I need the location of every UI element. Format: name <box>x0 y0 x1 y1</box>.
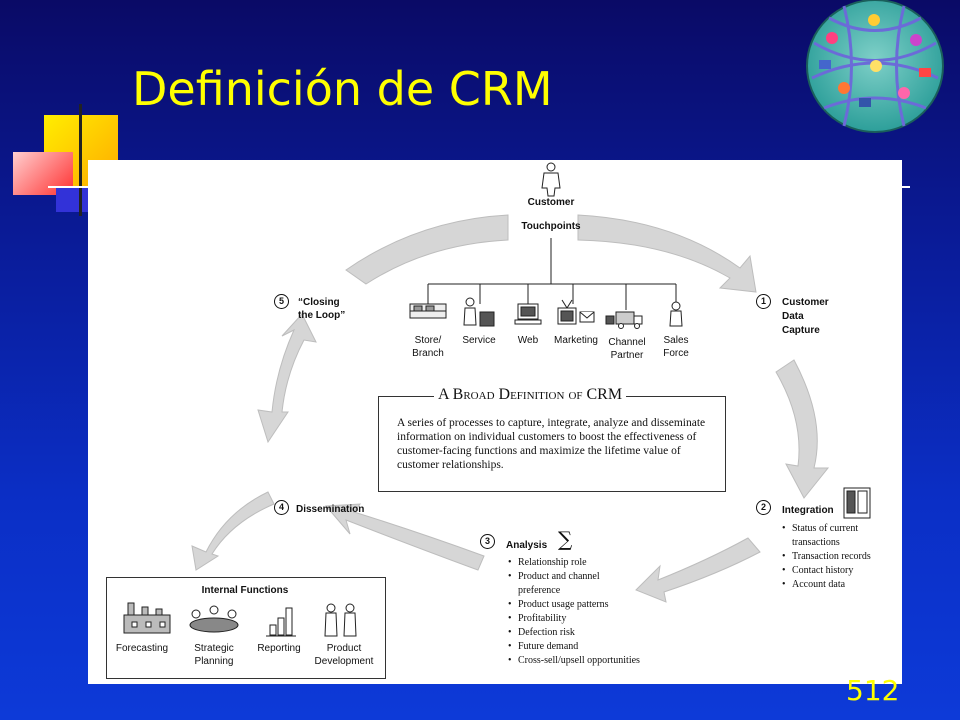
step-3-label: Analysis <box>506 540 548 551</box>
integration-item: Account data <box>782 578 871 592</box>
step-1-label-line1: Customer <box>782 297 829 308</box>
touchpoint-sales-force: Sales Force <box>663 335 689 359</box>
arrow-left-upper <box>257 313 317 444</box>
step-2: 2 <box>756 500 775 515</box>
customer-label: Customer <box>527 197 575 208</box>
touchpoint-service: Service <box>462 335 496 346</box>
analysis-item: Relationship role <box>508 556 640 570</box>
definition-title: A Broad Definition of CRM <box>434 386 627 404</box>
sigma-icon: ∑ <box>558 527 573 551</box>
integration-item-continued: transactions <box>792 537 840 548</box>
analysis-item: Future demand <box>508 640 640 654</box>
step-5-label-line1: “Closing <box>298 297 340 308</box>
analysis-item-continued: preference <box>508 584 640 598</box>
arrow-top-right <box>577 214 757 293</box>
product-development-people-icon <box>324 603 357 637</box>
integration-list: Status of current transactions Transacti… <box>782 522 871 592</box>
decor-vertical-line <box>79 104 82 216</box>
arrow-bottom-left <box>324 503 485 571</box>
step-3: 3 <box>480 534 499 549</box>
sales-force-person-icon <box>669 301 683 327</box>
step-1-label-line2: Data <box>782 311 804 322</box>
touchpoint-store-branch: Store/ Branch <box>412 335 444 359</box>
internal-reporting: Reporting <box>257 643 301 654</box>
step-1: 1 <box>756 294 775 309</box>
page-number: 512 <box>846 674 900 707</box>
internal-forecasting: Forecasting <box>115 643 169 654</box>
store-icon <box>409 303 447 319</box>
service-icon <box>463 297 495 327</box>
step-4-number: 4 <box>274 500 289 515</box>
step-2-number: 2 <box>756 500 771 515</box>
strategic-planning-meeting-icon <box>189 605 239 633</box>
analysis-list: Relationship role Product and channel pr… <box>508 556 640 668</box>
analysis-item: Profitability <box>508 612 640 626</box>
customer-person-icon <box>541 162 561 197</box>
step-4-label: Dissemination <box>296 504 365 515</box>
analysis-item: Cross-sell/upsell opportunities <box>508 654 640 668</box>
internal-functions-title: Internal Functions <box>201 585 289 596</box>
arrow-top-left <box>345 214 509 285</box>
step-1-number: 1 <box>756 294 771 309</box>
analysis-item: Product and channel <box>508 570 640 584</box>
channel-partner-truck-icon <box>605 311 643 329</box>
step-3-number: 3 <box>480 534 495 549</box>
network-globe-icon <box>806 0 944 133</box>
arrow-bottom-right <box>635 537 761 603</box>
integration-item: Contact history <box>782 564 871 578</box>
analysis-item-continued-text: preference <box>518 585 561 596</box>
diagram-graphics <box>123 162 871 637</box>
analysis-item: Product usage patterns <box>508 598 640 612</box>
reporting-bar-chart-icon <box>266 607 296 637</box>
server-icon <box>843 487 871 519</box>
definition-text: A series of processes to capture, integr… <box>397 417 706 471</box>
step-1-label-line3: Capture <box>782 325 820 336</box>
internal-functions-box <box>106 577 386 679</box>
touchpoints-label: Touchpoints <box>521 221 581 232</box>
integration-item: transactions <box>782 536 871 550</box>
analysis-item: Defection risk <box>508 626 640 640</box>
internal-strategic-planning: Strategic Planning <box>194 643 234 667</box>
crm-cycle-diagram: Customer Touchpoints Store/ Branch Servi… <box>88 160 902 684</box>
slide-title: Definición de CRM <box>132 62 553 116</box>
touchpoint-marketing: Marketing <box>554 335 598 346</box>
touchpoint-channel-partner: Channel Partner <box>608 337 646 361</box>
marketing-tv-mail-icon <box>557 299 595 325</box>
internal-product-development: Product Development <box>314 643 374 667</box>
step-2-label: Integration <box>782 505 834 516</box>
step-5-label-line2: the Loop” <box>298 310 346 321</box>
step-5-number: 5 <box>274 294 289 309</box>
arrow-left-lower <box>191 491 275 571</box>
integration-item: Transaction records <box>782 550 871 564</box>
integration-item: Status of current <box>782 522 871 536</box>
web-computer-icon <box>514 303 542 325</box>
arrow-right <box>775 359 830 499</box>
touchpoint-web: Web <box>517 335 539 346</box>
forecasting-factory-icon <box>123 602 171 634</box>
step-4: 4 <box>274 500 293 515</box>
step-5: 5 <box>274 294 293 309</box>
